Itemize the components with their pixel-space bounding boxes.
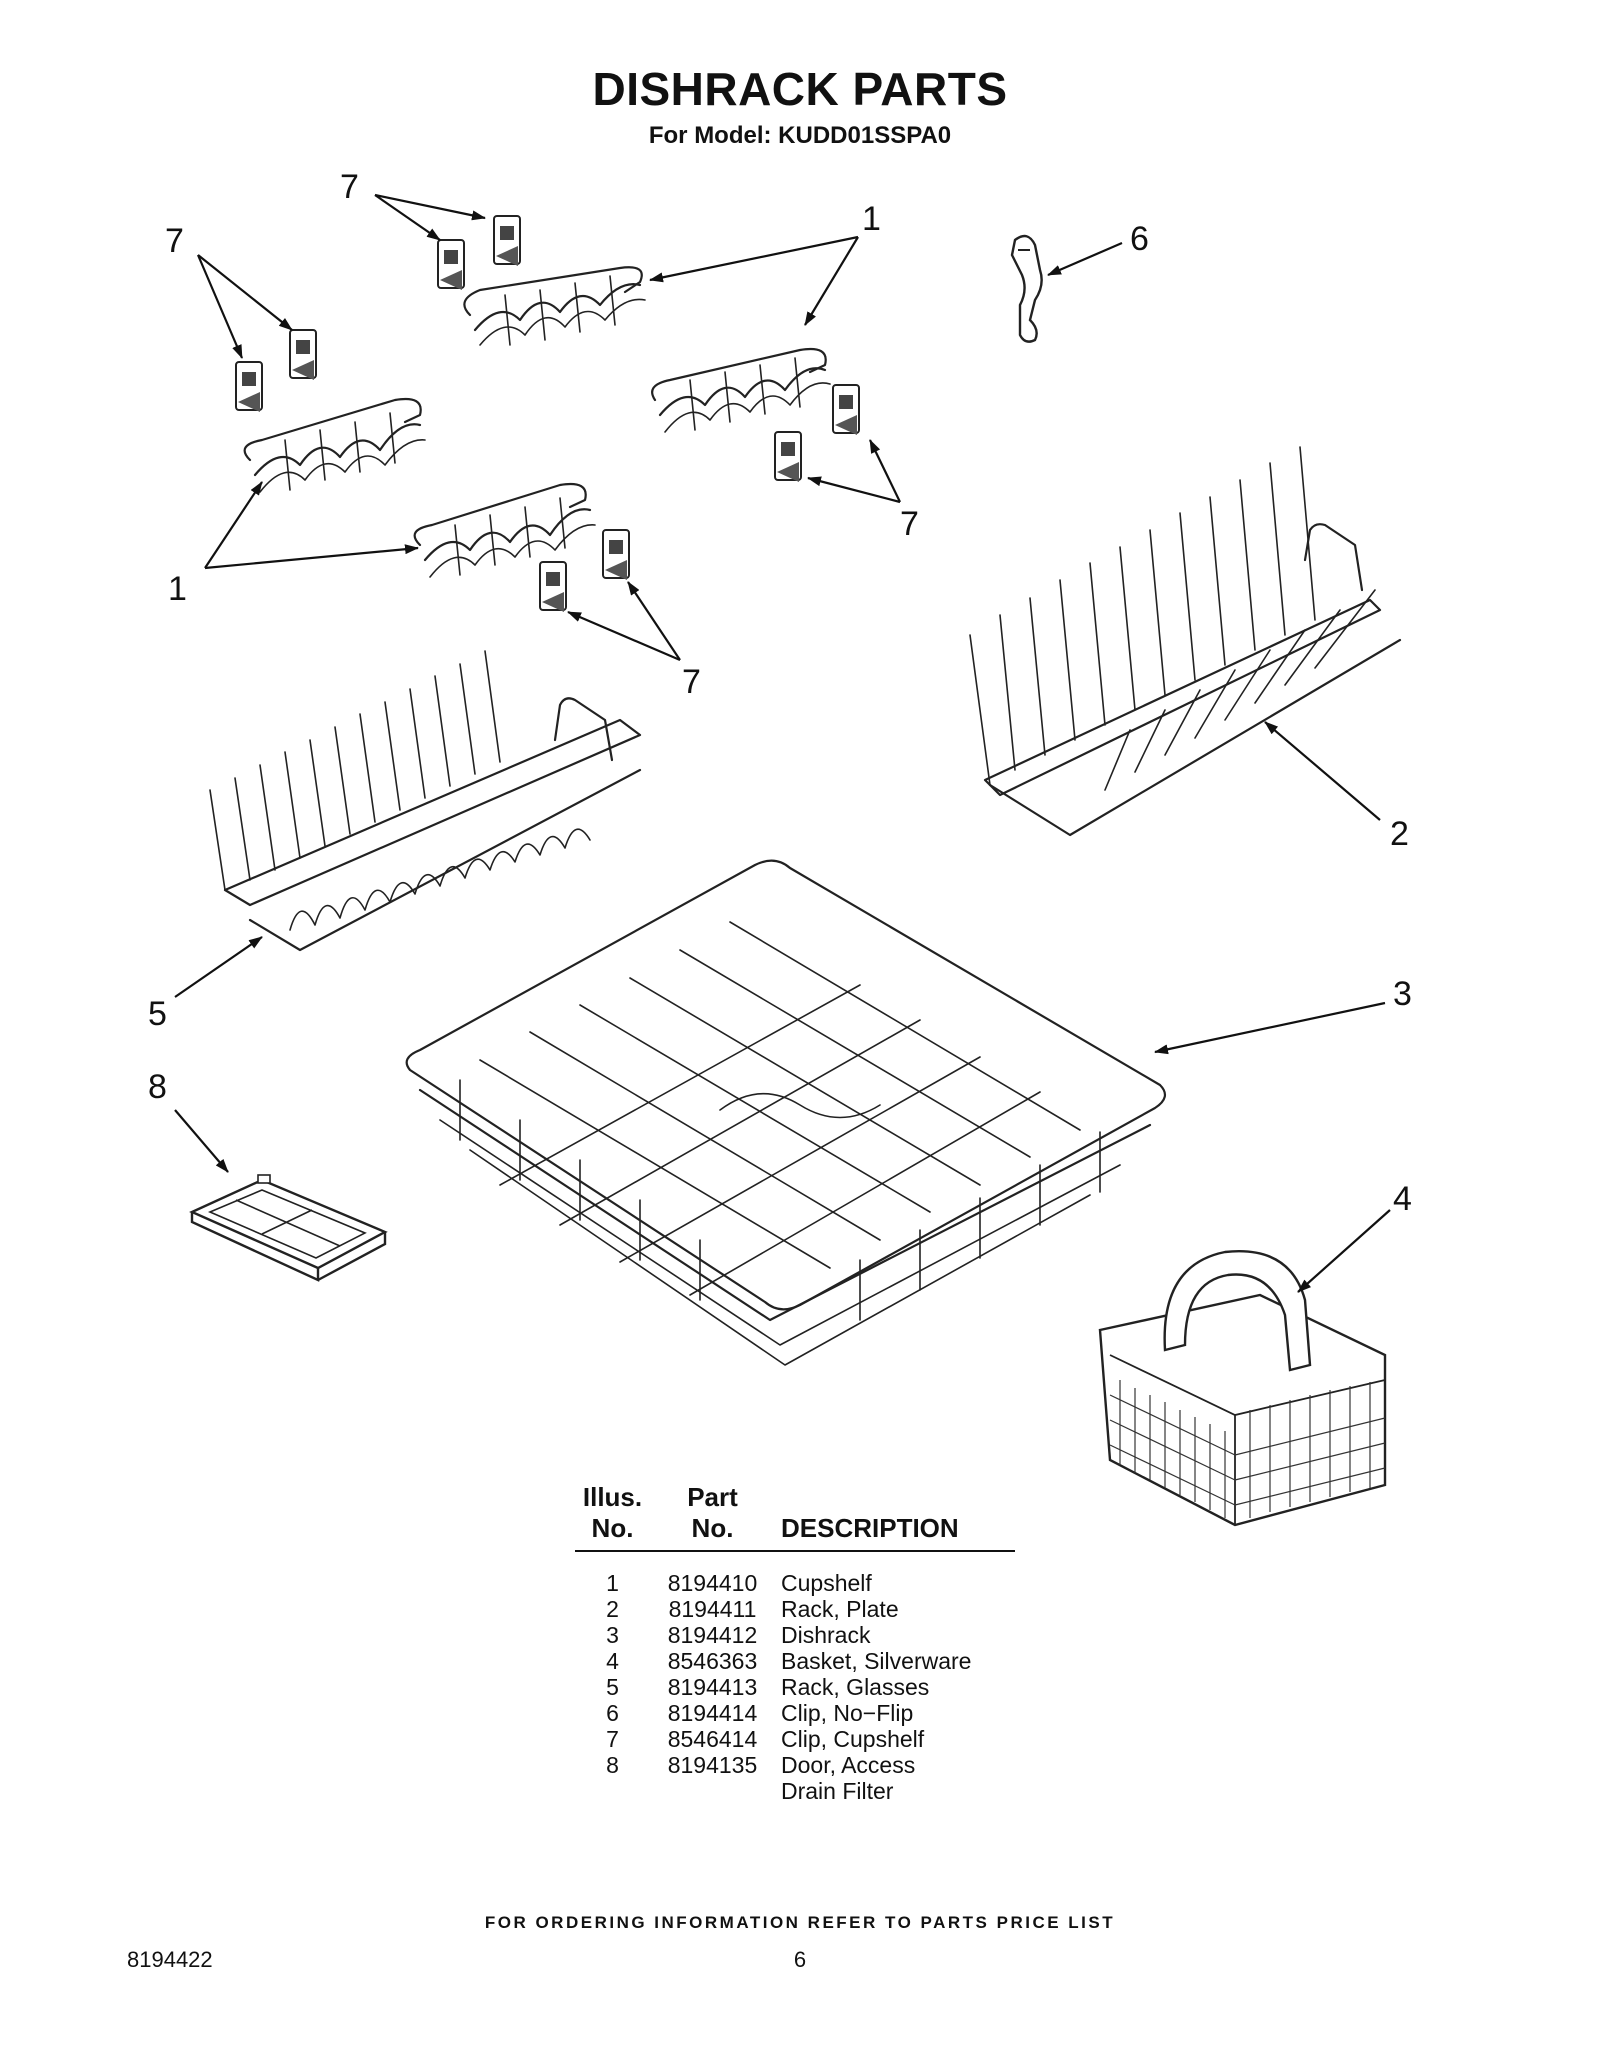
table-row: 8 8194135 Door, Access xyxy=(606,1752,916,1778)
table-row: Drain Filter xyxy=(781,1778,894,1804)
table-row: 6 8194414 Clip, No−Flip xyxy=(606,1700,914,1726)
access-door-drain-filter xyxy=(189,1174,388,1282)
callout-5: 5 xyxy=(148,995,167,1033)
table-row: 3 8194412 Dishrack xyxy=(606,1622,871,1648)
header-part-no: Part No. xyxy=(650,1482,775,1552)
plate-rack xyxy=(969,446,1402,837)
callout-4: 4 xyxy=(1393,1180,1412,1218)
glasses-rack xyxy=(209,650,642,952)
table-row: 1 8194410 Cupshelf xyxy=(606,1570,872,1596)
callout-7-bottom: 7 xyxy=(682,663,701,701)
parts-table-header: Illus. No. Part No. DESCRIPTION xyxy=(575,1482,1015,1552)
cupshelf-clip-8 xyxy=(539,561,567,612)
cupshelf-clip-1 xyxy=(437,239,465,290)
page-title: DISHRACK PARTS xyxy=(592,63,1008,115)
table-row: 5 8194413 Rack, Glasses xyxy=(606,1674,930,1700)
model-subtitle: For Model: KUDD01SSPA0 xyxy=(648,122,952,149)
cupshelf-bottom-center xyxy=(413,482,596,578)
cupshelf-top-center xyxy=(463,266,646,346)
cupshelf-clip-5 xyxy=(832,384,860,435)
callout-7-top: 7 xyxy=(340,168,359,206)
parts-table: Illus. No. Part No. DESCRIPTION 1 819441… xyxy=(575,1482,1015,1804)
callout-7-left: 7 xyxy=(165,222,184,260)
callout-2: 2 xyxy=(1390,815,1409,853)
callout-3: 3 xyxy=(1393,975,1412,1013)
silverware-basket xyxy=(1098,1250,1387,1527)
cupshelf-clip-3 xyxy=(235,361,263,412)
cupshelf-clip-2 xyxy=(493,215,521,266)
table-row: 2 8194411 Rack, Plate xyxy=(606,1596,899,1622)
ordering-info-note: FOR ORDERING INFORMATION REFER TO PARTS … xyxy=(484,1913,1116,1932)
callout-6: 6 xyxy=(1130,220,1149,258)
callout-7-right: 7 xyxy=(900,505,919,543)
cupshelf-left xyxy=(243,397,426,493)
cupshelf-clip-7 xyxy=(602,529,630,580)
callout-arrows xyxy=(174,193,1391,1293)
table-row: 7 8546414 Clip, Cupshelf xyxy=(606,1726,925,1752)
no-flip-clip xyxy=(1010,234,1043,343)
header-illus-no: Illus. No. xyxy=(575,1482,650,1552)
header-description: DESCRIPTION xyxy=(775,1482,1015,1552)
callout-1-top: 1 xyxy=(862,200,881,238)
table-row: 4 8546363 Basket, Silverware xyxy=(606,1648,972,1674)
cupshelf-right xyxy=(651,347,831,433)
callout-1-left: 1 xyxy=(168,570,187,608)
callout-8: 8 xyxy=(148,1068,167,1106)
cupshelf-clip-4 xyxy=(289,329,317,380)
dishrack xyxy=(405,859,1167,1366)
document-number: 8194422 xyxy=(127,1947,213,1972)
cupshelf-clip-6 xyxy=(774,431,802,482)
page-number: 6 xyxy=(793,1947,807,1972)
